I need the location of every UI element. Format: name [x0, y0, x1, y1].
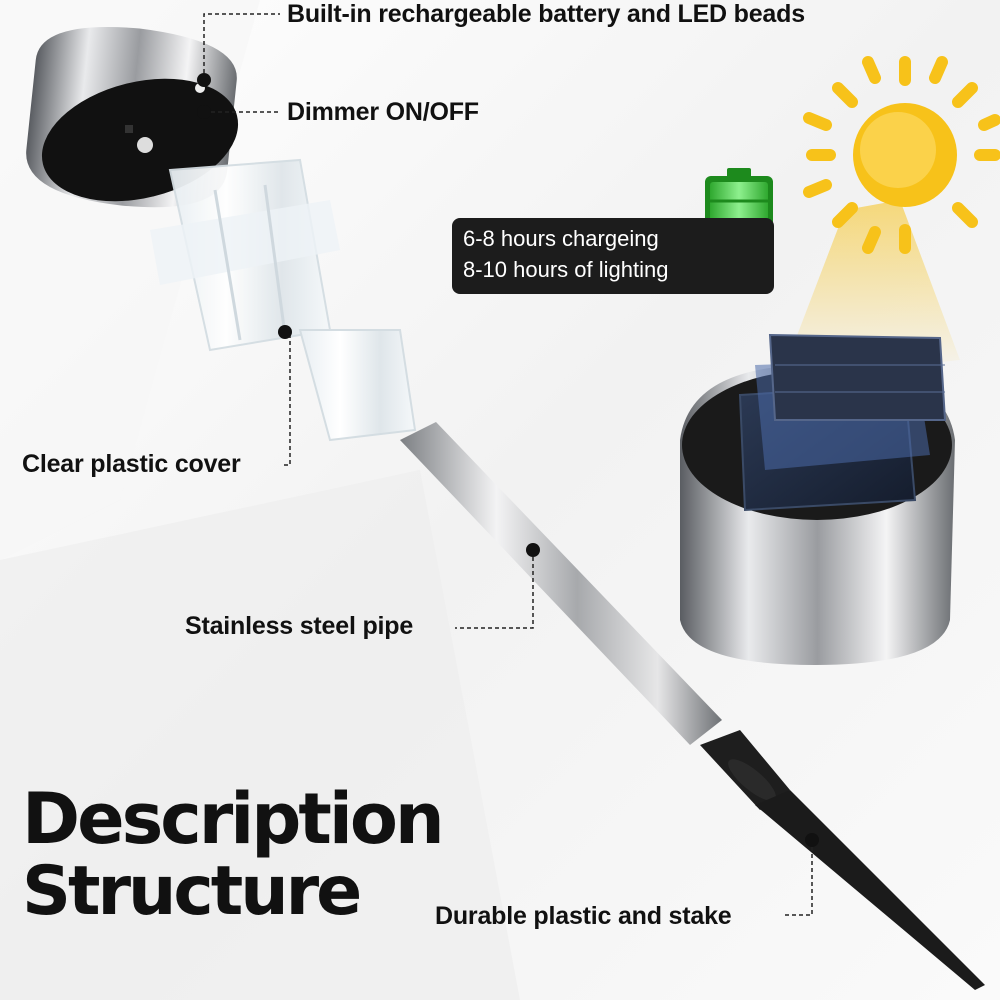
charging-hours: 6-8 hours chargeing: [463, 226, 659, 251]
label-battery-leds: Built-in rechargeable battery and LED be…: [287, 0, 805, 28]
clear-cover: [150, 158, 417, 442]
page-title-line2: Structure: [22, 852, 362, 931]
solar-panel-icon: [680, 333, 955, 665]
lighting-hours: 8-10 hours of lighting: [463, 257, 669, 282]
label-dimmer: Dimmer ON/OFF: [287, 98, 479, 126]
steel-pipe: [400, 422, 722, 745]
charge-time-badge: [452, 218, 774, 294]
callout-dots: [197, 73, 819, 847]
page-title-line1: Description: [22, 778, 445, 860]
sun-icon: [780, 56, 1000, 380]
label-cover: Clear plastic cover: [22, 450, 241, 478]
plastic-stake: [700, 730, 985, 990]
label-stake: Durable plastic and stake: [435, 902, 732, 930]
label-pipe: Stainless steel pipe: [185, 612, 414, 640]
